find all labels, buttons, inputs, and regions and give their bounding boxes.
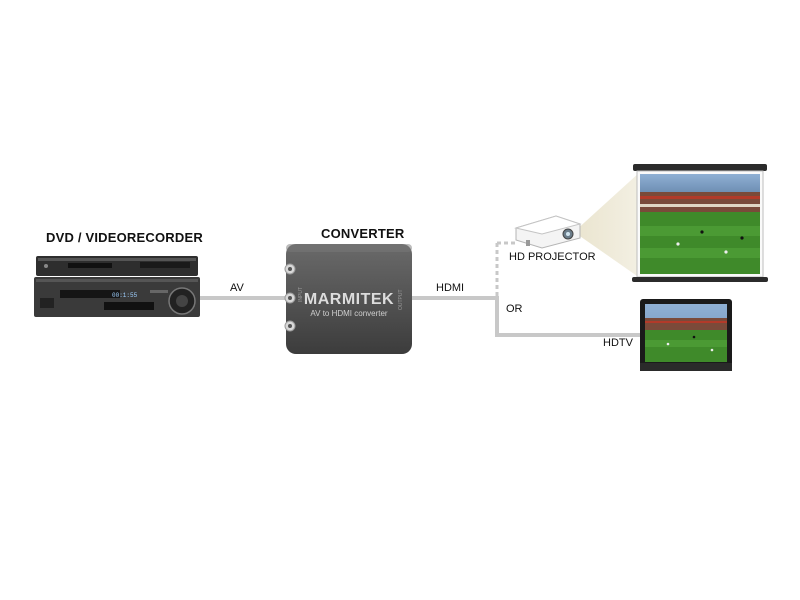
hdtv-label: HDTV (603, 337, 633, 349)
hdtv-device (640, 299, 732, 371)
av-cable (200, 296, 285, 300)
converter-output-side: OUTPUT (398, 289, 404, 310)
split-vertical-solid (495, 296, 499, 336)
converter-input-side: INPUT (298, 287, 304, 302)
hdmi-cable-label: HDMI (436, 282, 465, 294)
hd-projector-label: HD PROJECTOR (509, 251, 596, 263)
dvd-display: 00:1:55 (112, 292, 138, 299)
projector-beam (574, 172, 640, 278)
projection-screen (632, 164, 768, 282)
converter-brand: MARMITEK (304, 291, 394, 308)
converter-label: CONVERTER (321, 226, 405, 241)
dvd-recorder-label: DVD / VIDEORECORDER (46, 230, 203, 245)
dvd-videorecorder-device: 00:1:55 (34, 256, 200, 317)
converter-subtitle: AV to HDMI converter (310, 309, 388, 318)
rca-input-jacks (284, 263, 296, 332)
converter-device: MARMITEK AV to HDMI converter INPUT OUTP… (284, 244, 412, 354)
hdmi-cable (412, 296, 499, 300)
av-cable-label: AV (230, 282, 244, 294)
to-tv-cable (495, 333, 641, 337)
hd-projector-device (514, 215, 582, 249)
cables (200, 241, 641, 337)
or-label: OR (506, 303, 523, 315)
